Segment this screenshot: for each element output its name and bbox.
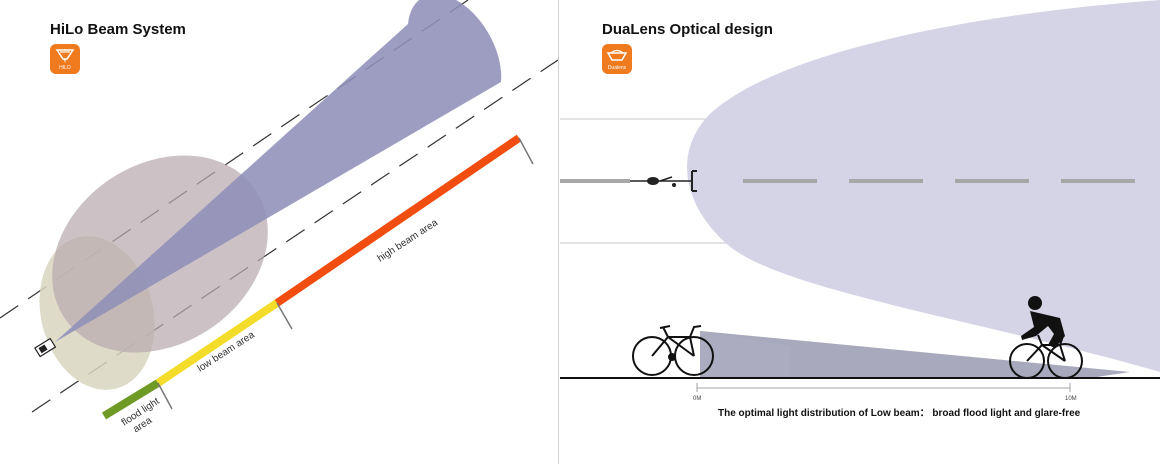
low-area-segment — [155, 299, 280, 387]
high-beam-shape — [55, 0, 502, 342]
handlebar-top-view-icon — [630, 170, 697, 192]
flood-low-tick — [157, 382, 173, 410]
low-beam-caption: The optimal light distribution of Low be… — [718, 408, 1081, 419]
flood-area-segment — [101, 379, 161, 420]
low-high-tick — [276, 302, 293, 330]
dualens-logo-graphic — [606, 49, 628, 61]
hilo-beam-diagram: flood light area low beam area high beam… — [0, 0, 558, 435]
hilo-logo-graphic — [55, 49, 75, 63]
dualens-diagram: 0M 10M — [560, 0, 1160, 402]
axis-end-label: 10M — [1065, 396, 1077, 402]
high-end-tick — [518, 137, 534, 165]
hilo-title: HiLo Beam System — [50, 21, 186, 38]
dualens-logo-caption: Dualens — [607, 65, 627, 71]
cyclist-icon — [1009, 296, 1083, 379]
distance-axis: 0M 10M — [693, 383, 1077, 402]
panel-divider — [558, 0, 559, 464]
axis-start-label: 0M — [693, 396, 701, 402]
upper-dashed-boundary — [0, 0, 469, 319]
headlight-icon — [34, 337, 57, 358]
dualens-panel: 0M 10M DuaLens Optical design Dualens Th… — [560, 0, 1160, 464]
hilo-beam-panel: HiLo Beam System HILO — [0, 0, 558, 464]
hilo-logo-icon: HILO — [50, 44, 80, 74]
dualens-logo-icon: Dualens — [602, 44, 632, 74]
high-area-segment — [274, 134, 522, 307]
dualens-title: DuaLens Optical design — [602, 21, 773, 38]
side-view-beam-highlight — [700, 331, 790, 376]
side-view-low-beam — [700, 331, 1130, 378]
hilo-logo-caption: HILO — [59, 65, 71, 71]
bicycle-icon — [632, 325, 714, 376]
beam-area-bar — [101, 134, 534, 420]
top-view-beam — [687, 0, 1160, 372]
